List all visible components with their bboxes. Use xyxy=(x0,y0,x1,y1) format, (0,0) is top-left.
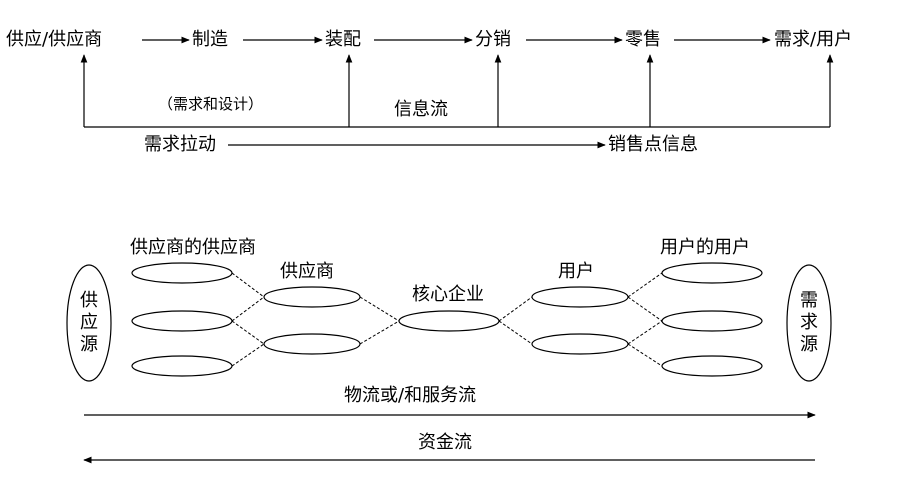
pos-info-label: 销售点信息 xyxy=(608,134,698,155)
capital-flow-label: 资金流 xyxy=(418,432,472,453)
core-label: 核心企业 xyxy=(412,284,484,305)
supplier-oval-1 xyxy=(263,286,361,308)
demand-pull-label: 需求拉动 xyxy=(144,134,216,155)
uou-oval-2 xyxy=(661,310,763,332)
info-flow-label: 信息流 xyxy=(394,99,448,120)
chain-demand-label: 需求/用户 xyxy=(774,29,853,50)
uou-label: 用户的用户 xyxy=(660,237,750,258)
chain-distribution-label: 分销 xyxy=(475,29,511,50)
network xyxy=(66,262,832,382)
material-flow-label: 物流或/和服务流 xyxy=(344,385,477,406)
network-connectors xyxy=(231,272,663,367)
user-label: 用户 xyxy=(558,261,594,282)
core-oval xyxy=(398,310,500,332)
uou-oval-1 xyxy=(661,262,763,284)
user-oval-2 xyxy=(531,333,629,355)
chain-manufacture-label: 制造 xyxy=(192,29,228,50)
supplier-label: 供应商 xyxy=(280,261,334,282)
flow-arrows xyxy=(83,411,816,464)
sos-oval-1 xyxy=(131,262,233,284)
uou-oval-3 xyxy=(661,355,763,377)
info-flow-frame xyxy=(80,54,834,149)
supplier-oval-2 xyxy=(263,333,361,355)
design-note: （需求和设计） xyxy=(158,95,264,113)
chain-assembly-label: 装配 xyxy=(325,29,361,50)
user-oval-1 xyxy=(531,286,629,308)
supply-source-label: 供应源 xyxy=(80,290,98,355)
sos-oval-3 xyxy=(131,355,233,377)
chain-supply-label: 供应/供应商 xyxy=(6,29,103,50)
demand-source-label: 需求源 xyxy=(800,290,818,355)
chain-retail-label: 零售 xyxy=(625,29,661,50)
sos-label: 供应商的供应商 xyxy=(130,237,256,258)
demand-source-oval xyxy=(786,264,832,382)
supply-source-oval xyxy=(66,264,112,382)
sos-oval-2 xyxy=(131,310,233,332)
